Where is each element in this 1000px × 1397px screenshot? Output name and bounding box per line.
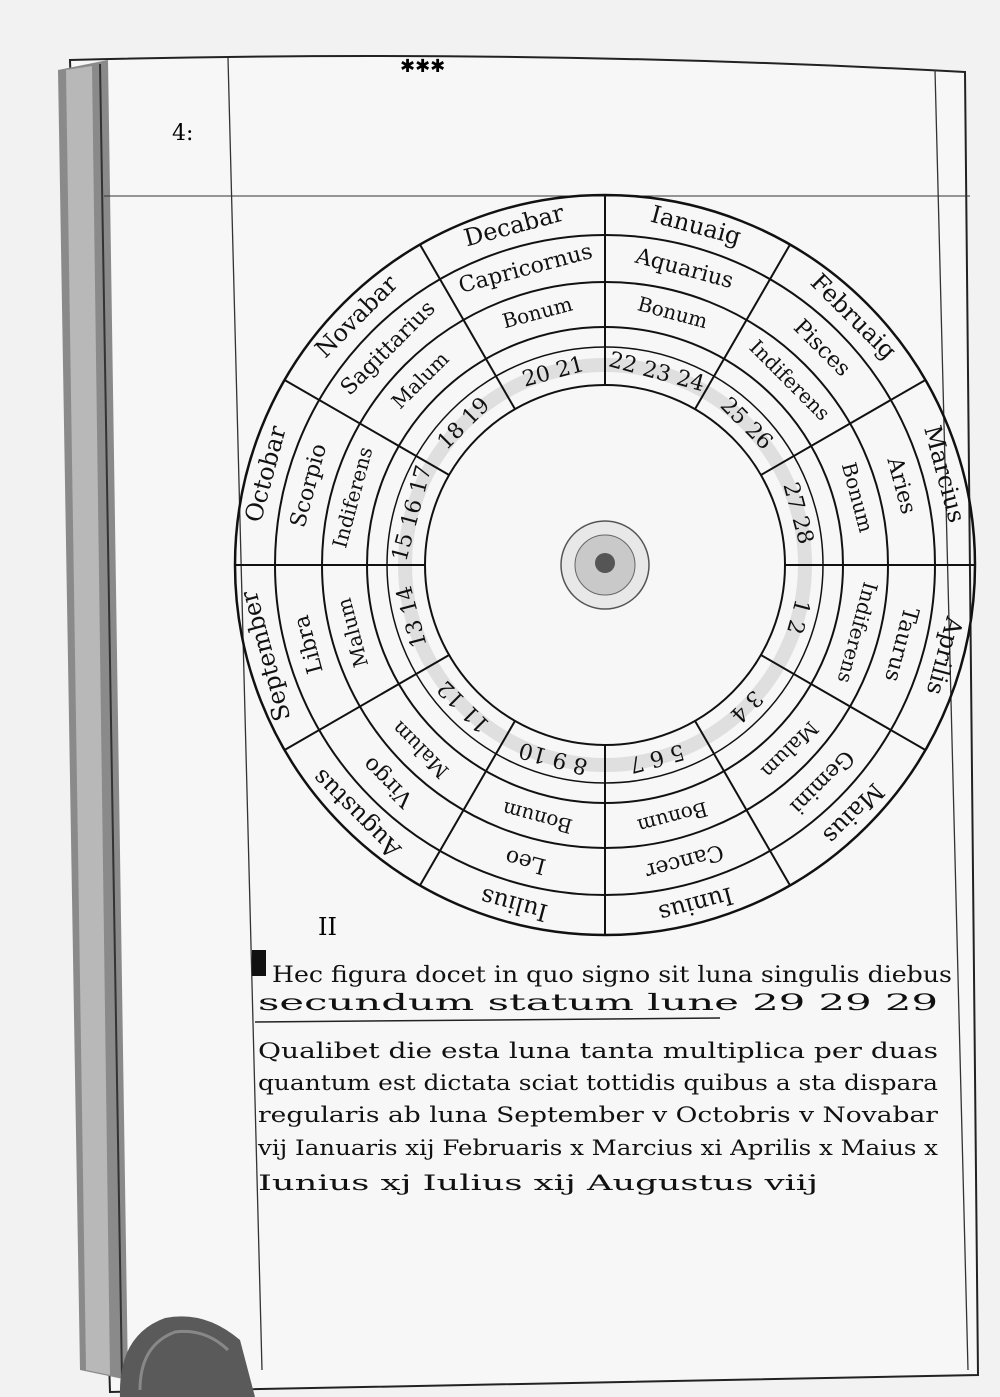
volvelle-spoke [419,720,516,886]
thumb [119,1316,255,1397]
volvelle-spoke [694,720,791,886]
underline-rule [254,1017,721,1023]
text-line: secundum statum lune 29 29 29 [258,991,938,1016]
volvelle-spoke [284,379,450,476]
ruling-right [934,69,969,1371]
ink-smudge: ✱✱✱ [400,56,445,77]
book-page [68,55,980,1394]
paragraph-mark-filled [252,950,266,976]
text-line: Qualibet die esta luna tanta multiplica … [258,1039,938,1063]
ruling-left [227,57,263,1371]
page-edge-highlight [66,66,110,1375]
text-block: Hec figura docet in quo signo sit luna s… [257,963,952,1195]
thumb-highlight [138,1329,230,1391]
text-line: vij Ianuaris xij Februaris x Marcius xi … [257,1136,938,1160]
pivot-hole [595,553,615,573]
volvelle-spoke [760,379,926,476]
volvelle-spoke [284,654,450,751]
text-line: Hec figura docet in quo signo sit luna s… [272,963,952,988]
text-line: Iunius xj Iulius xij Augustus viij [258,1171,818,1195]
text-line: regularis ab luna September v Octobris v… [258,1103,939,1127]
volvelle-spoke [694,244,791,410]
marginal-mark: II [318,913,337,941]
text-line: quantum est dictata sciat tottidis quibu… [258,1071,938,1095]
volvelle-spoke [760,654,926,751]
volvelle-spokes [235,195,975,935]
volvelle-spoke [419,244,516,410]
page-mark: 4: [172,121,193,146]
page-edge-line [99,63,123,1381]
